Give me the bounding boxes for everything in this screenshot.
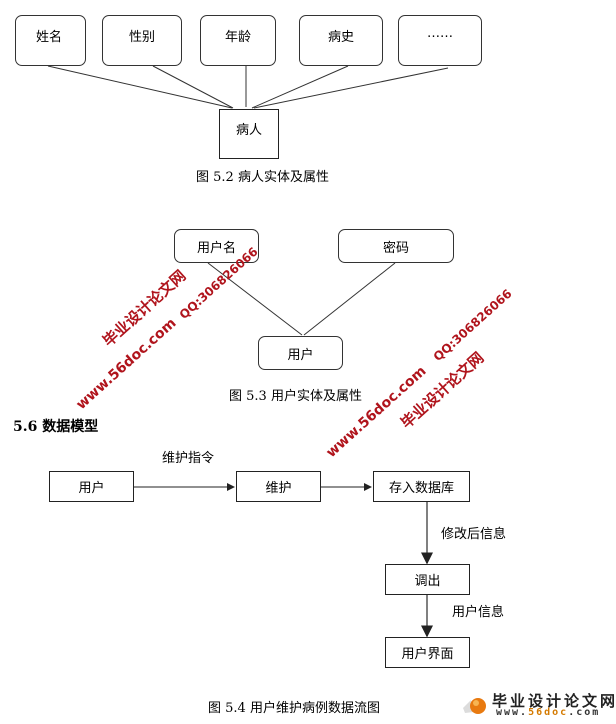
logo-url: www.56doc.com: [496, 707, 600, 718]
node-user: 用户: [49, 471, 134, 502]
node-label: 调出: [414, 574, 441, 589]
node-retrieve: 调出: [385, 564, 470, 595]
node-label: 维护: [265, 481, 292, 496]
attribute-box-password: 密码: [338, 229, 454, 263]
attribute-box-gender: 性别: [102, 15, 182, 66]
logo-url-prefix: www.: [496, 707, 529, 718]
entity-label: 用户: [287, 348, 314, 363]
node-label: 用户界面: [401, 647, 454, 662]
attribute-label: 用户名: [196, 241, 236, 256]
node-maintain: 维护: [236, 471, 321, 502]
attribute-label: ……: [427, 26, 453, 41]
connector-name: [47, 65, 233, 109]
connector-history: [251, 65, 349, 109]
connector-more: [253, 67, 449, 109]
attribute-label: 性别: [128, 30, 155, 45]
figure-caption: 图 5.4 用户维护病例数据流图: [208, 701, 380, 716]
attribute-box-age: 年龄: [200, 15, 276, 66]
connector-gender: [152, 65, 234, 109]
connector-password: [303, 262, 396, 336]
orange-globe-icon: [463, 698, 486, 714]
node-label: 存入数据库: [388, 481, 454, 496]
attribute-box-more: ……: [398, 15, 482, 66]
attribute-box-history: 病史: [299, 15, 383, 66]
attribute-label: 密码: [382, 241, 409, 256]
entity-box-patient: 病人: [219, 109, 279, 159]
attribute-box-name: 姓名: [15, 15, 86, 66]
section-heading: 5.6 数据模型: [13, 419, 99, 435]
flow-label-maintain-command: 维护指令: [162, 451, 215, 466]
flow-label-modified-info: 修改后信息: [441, 527, 507, 542]
figure-caption: 图 5.3 用户实体及属性: [229, 389, 362, 404]
node-store-database: 存入数据库: [373, 471, 470, 502]
attribute-label: 年龄: [224, 30, 251, 45]
node-user-interface: 用户界面: [385, 637, 470, 668]
connector-username: [207, 262, 303, 336]
logo-url-suffix: .com: [568, 707, 601, 718]
logo-title: 毕业设计论文网: [492, 692, 616, 710]
entity-box-user: 用户: [258, 336, 343, 370]
node-label: 用户: [78, 481, 105, 496]
attribute-label: 病史: [327, 30, 354, 45]
attribute-box-username: 用户名: [174, 229, 259, 263]
logo-url-mid: 56doc: [528, 707, 569, 718]
flow-label-user-info: 用户信息: [452, 605, 505, 620]
entity-label: 病人: [235, 123, 262, 138]
figure-caption: 图 5.2 病人实体及属性: [196, 170, 329, 185]
site-logo: 毕业设计论文网 www.56doc.com: [458, 690, 615, 720]
attribute-label: 姓名: [36, 30, 63, 45]
